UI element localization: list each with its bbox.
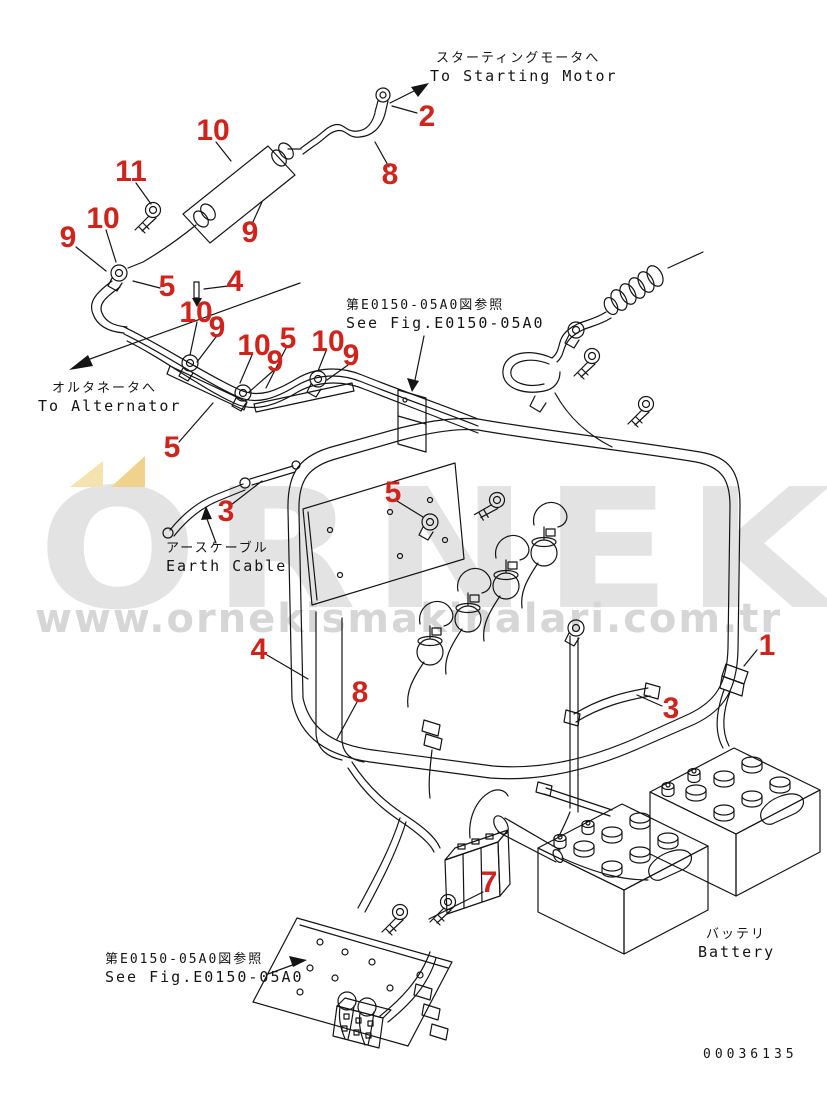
right-harness (502, 251, 704, 448)
label-alternator-en: To Alternator (38, 397, 182, 415)
watermark-url: www.ornekismakinalari.com.tr (35, 596, 783, 642)
label-see-fig-top-jp: 第E0150-05A0図参照 (346, 298, 505, 313)
alternator-arrow (69, 282, 301, 370)
earth-cable-group (162, 460, 301, 544)
callout-4: 4 (250, 633, 268, 666)
callout-10: 10 (311, 325, 345, 358)
label-battery: バッテリ Battery (698, 926, 775, 961)
lower-wiring (347, 719, 443, 913)
callout-5: 5 (158, 270, 176, 303)
mounting-plate (302, 462, 507, 606)
callout-10: 10 (237, 329, 271, 362)
callout-5: 5 (384, 476, 402, 509)
callout-leaders (75, 105, 758, 920)
label-earth-cable: アースケーブル Earth Cable (166, 540, 287, 575)
starting-motor-cable (300, 83, 429, 155)
callout-10: 10 (86, 202, 120, 235)
label-starting-motor-en: To Starting Motor (430, 67, 618, 85)
label-see-fig-bottom-jp: 第E0150-05A0図参照 (105, 952, 264, 967)
callout-9: 9 (208, 311, 226, 344)
main-harness-loop (287, 417, 741, 780)
label-alternator-jp: オルタネータへ (52, 381, 158, 396)
lower-panel (252, 917, 453, 1049)
callout-7: 7 (480, 866, 498, 899)
callout-3: 3 (662, 692, 680, 725)
watermark-logo: ORNEK (38, 454, 827, 647)
battery-cable-fittings (535, 619, 749, 835)
callout-4: 4 (226, 265, 244, 298)
drawing-number: 00036135 (703, 1047, 798, 1062)
callout-9: 9 (342, 339, 360, 372)
label-battery-jp: バッテリ (706, 927, 767, 942)
injector-cluster (407, 501, 568, 708)
callout-9: 9 (241, 216, 259, 249)
see-fig-arrow-icon (289, 956, 307, 967)
battery-group (537, 747, 821, 955)
label-battery-en: Battery (698, 943, 776, 961)
label-starting-motor-jp: スターティングモータへ (436, 51, 601, 66)
callout-2: 2 (418, 100, 436, 133)
left-clamp-group (91, 201, 162, 334)
protective-tube (127, 142, 302, 269)
callout-1: 1 (758, 629, 776, 662)
label-earth-cable-en: Earth Cable (166, 557, 288, 575)
callout-11: 11 (115, 155, 147, 188)
callout-8: 8 (351, 676, 369, 709)
pin-arrow-icon (192, 298, 202, 307)
callout-5: 5 (279, 322, 297, 355)
label-see-fig-top-en: See Fig.E0150-05A0 (346, 314, 545, 332)
alternator-arrow-icon (69, 355, 93, 370)
callout-5: 5 (163, 431, 181, 464)
terminal-block (381, 789, 649, 936)
callout-8: 8 (381, 158, 399, 191)
callout-9: 9 (59, 221, 77, 254)
label-see-fig-bottom: 第E0150-05A0図参照 See Fig.E0150-05A0 (105, 951, 304, 986)
callout-3: 3 (217, 495, 235, 528)
callout-10: 10 (196, 114, 230, 147)
starting-motor-arrow-icon (411, 83, 429, 97)
callout-10: 10 (179, 296, 213, 329)
label-earth-cable-jp: アースケーブル (166, 541, 269, 556)
label-see-fig-bottom-en: See Fig.E0150-05A0 (105, 968, 304, 986)
label-see-fig-top: 第E0150-05A0図参照 See Fig.E0150-05A0 (346, 297, 545, 332)
label-alternator: オルタネータへ To Alternator (38, 380, 181, 415)
label-starting-motor: スターティングモータへ To Starting Motor (430, 50, 618, 85)
callout-9: 9 (266, 345, 284, 378)
see-fig-arrow-icon (407, 378, 419, 392)
earth-cable-arrow-icon (201, 506, 212, 520)
harness-band (123, 281, 479, 541)
